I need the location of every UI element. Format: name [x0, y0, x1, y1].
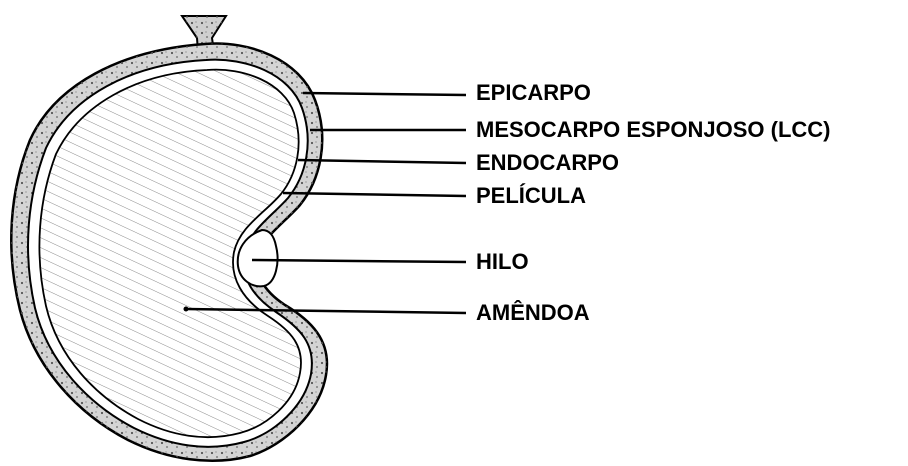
label-pelicula: PELÍCULA: [476, 183, 586, 209]
leader-line-pelicula: [283, 193, 466, 196]
leader-line-endocarpo: [298, 160, 466, 163]
label-hilo: HILO: [476, 249, 529, 275]
leader-dot-amendoa: [184, 307, 189, 312]
label-epicarpo: EPICARPO: [476, 80, 591, 106]
label-mesocarpo: MESOCARPO ESPONJOSO (LCC): [476, 117, 830, 143]
label-endocarpo: ENDOCARPO: [476, 150, 619, 176]
label-amendoa: AMÊNDOA: [476, 300, 590, 326]
leader-line-hilo: [252, 260, 466, 262]
leader-line-epicarpo: [303, 93, 466, 95]
